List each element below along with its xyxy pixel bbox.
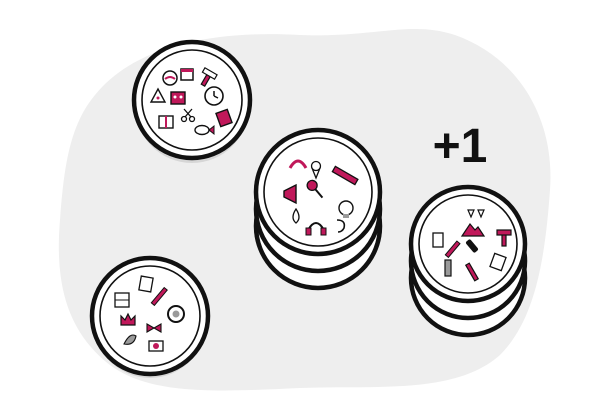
pizza-icon (149, 87, 167, 103)
bottom-left-card[interactable] (89, 255, 211, 378)
hammer-icon (496, 229, 512, 247)
paper-icon (138, 275, 154, 293)
tire-icon (167, 305, 185, 323)
fish-icon (194, 124, 215, 136)
megaphone-icon (283, 183, 297, 205)
mountain-icon (460, 222, 486, 237)
calendar-icon (180, 68, 194, 81)
notebook-icon (432, 232, 444, 248)
right-card-stack[interactable] (408, 184, 528, 338)
drop-icon (292, 207, 300, 224)
clothes-pin-icon (444, 259, 452, 277)
phone-icon (466, 239, 478, 253)
robot-icon (170, 91, 186, 105)
microphone-icon (306, 179, 324, 199)
spanner-icon (464, 262, 480, 282)
leaf-icon (123, 334, 137, 345)
ear-icon (336, 219, 346, 233)
paint-brush-icon (150, 286, 168, 307)
hammer-icon (200, 67, 218, 88)
spool-icon (114, 292, 130, 308)
lightbulb-icon (338, 200, 354, 218)
fishbowl-icon (162, 70, 178, 86)
pencil-icon (444, 240, 461, 259)
pencil-icon (331, 165, 359, 186)
ice-cream-icon (310, 160, 322, 180)
center-card-stack[interactable] (253, 127, 383, 291)
top-left-card[interactable] (131, 39, 253, 163)
wine-glasses-icon (467, 209, 485, 219)
paper-icon (489, 252, 507, 272)
boomerang-icon (288, 159, 308, 169)
bow-icon (146, 323, 162, 333)
crown-icon (120, 312, 136, 326)
present-icon (158, 115, 174, 129)
trash-bin-icon (215, 108, 233, 128)
alarm-clock-icon (204, 86, 224, 106)
headphones-icon (305, 222, 327, 236)
scissors-icon (180, 108, 196, 123)
score-label: +1 (433, 120, 488, 173)
camera-icon (148, 340, 164, 352)
